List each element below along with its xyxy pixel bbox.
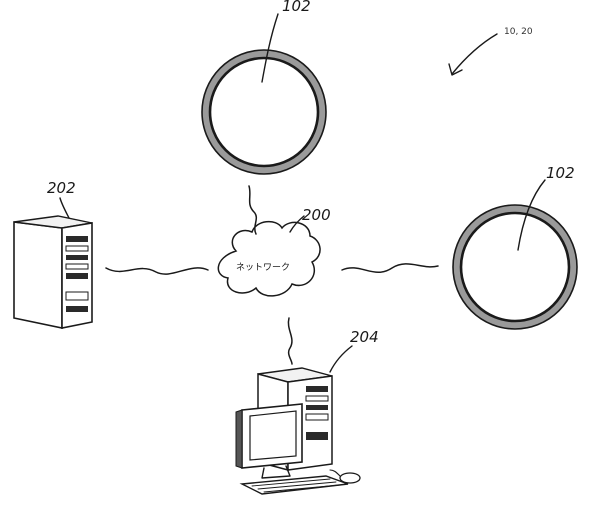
workstation: 204 xyxy=(235,328,379,495)
network-cloud: ネットワーク 200 xyxy=(217,206,331,297)
figure-reference-arrowhead xyxy=(448,63,463,76)
server-tower: 202 xyxy=(13,179,93,329)
network-links xyxy=(105,185,439,365)
link-server xyxy=(105,267,209,275)
disc-top-ref-label: 102 xyxy=(282,0,311,15)
workstation-ref-label: 204 xyxy=(350,328,379,346)
figure-reference-arrow xyxy=(451,33,498,75)
network-leader-line xyxy=(289,215,305,233)
network-ref-label: 200 xyxy=(302,206,331,224)
disc-right-ref-label: 102 xyxy=(546,164,575,182)
disc-top: 102 xyxy=(201,0,327,175)
link-workstation xyxy=(287,317,293,365)
link-disc-right xyxy=(341,263,439,273)
disc-right: 102 xyxy=(452,164,578,330)
figure-reference-label: 10, 20 xyxy=(504,27,533,37)
figure-reference: 10, 20 xyxy=(448,27,533,76)
network-label: ネットワーク xyxy=(236,262,290,273)
workstation-leader-line xyxy=(329,345,353,373)
disc-top-leader-line xyxy=(261,13,279,83)
link-disc-top xyxy=(248,185,258,235)
server-ref-label: 202 xyxy=(47,179,76,197)
disc-right-leader-line xyxy=(517,179,546,251)
